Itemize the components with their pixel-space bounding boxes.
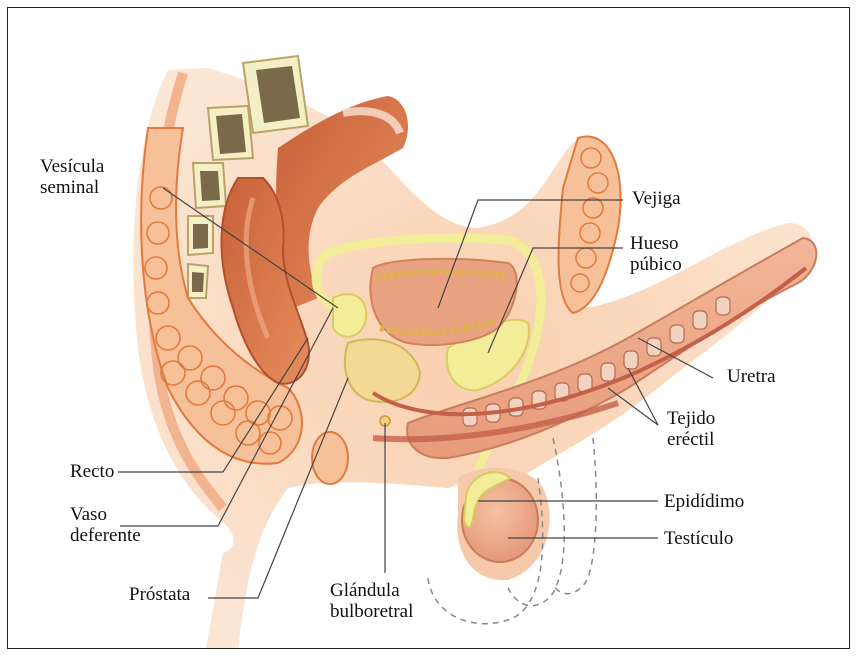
label-prostata: Próstata <box>129 584 190 605</box>
seminal-vesicle <box>333 294 366 337</box>
label-epididimo: Epidídimo <box>664 491 744 512</box>
label-uretra: Uretra <box>727 366 776 387</box>
anatomy-illustration <box>8 8 849 648</box>
anal-bulb <box>312 432 348 484</box>
label-glandula-bulboretral: Glándula bulboretral <box>330 580 413 622</box>
diagram-frame: Vesícula seminal Vejiga Hueso púbico Ure… <box>7 7 850 649</box>
label-vejiga: Vejiga <box>632 188 681 209</box>
label-vesicula-seminal: Vesícula seminal <box>40 156 104 198</box>
label-vaso-deferente: Vaso deferente <box>70 504 141 546</box>
label-testiculo: Testículo <box>664 528 733 549</box>
label-recto: Recto <box>70 461 114 482</box>
label-tejido-erectil: Tejido eréctil <box>667 408 715 450</box>
label-hueso-pubico: Hueso púbico <box>630 233 682 275</box>
